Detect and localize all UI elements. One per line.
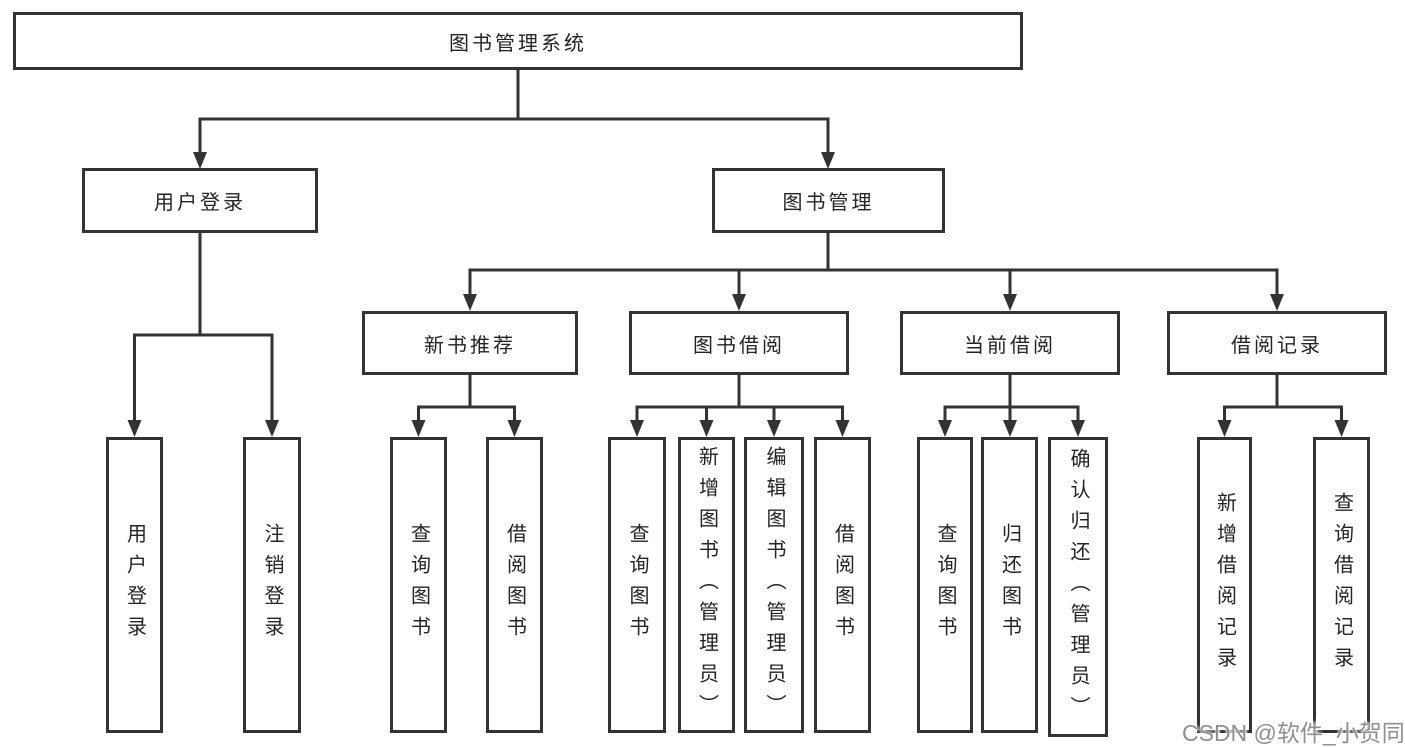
leaf-cb-confirm-return-admin: 确认归还（管理员） [1048, 437, 1108, 737]
leaf-bb-borrow-books-label: 借阅图书 [831, 523, 854, 647]
node-new-book-recommend: 新书推荐 [362, 311, 578, 375]
node-book-management-label: 图书管理 [782, 192, 875, 214]
leaf-user-login: 用户登录 [106, 437, 163, 733]
node-borrow-records: 借阅记录 [1167, 311, 1387, 375]
connector-current-borrow-to-leaves [943, 375, 1080, 420]
leaf-bb-query-books: 查询图书 [608, 437, 666, 733]
leaf-cb-return-books: 归还图书 [981, 437, 1038, 733]
connector-book-mgmt-to-level3 [468, 233, 1279, 294]
node-current-borrow: 当前借阅 [900, 311, 1120, 375]
leaf-logout: 注销登录 [243, 437, 301, 733]
node-borrow-records-label: 借阅记录 [1231, 334, 1323, 357]
leaf-bb-borrow-books: 借阅图书 [814, 437, 871, 733]
node-book-borrow-label: 图书借阅 [693, 334, 785, 357]
node-root: 图书管理系统 [13, 12, 1023, 70]
leaf-cb-return-books-label: 归还图书 [998, 523, 1021, 647]
node-user-login: 用户登录 [82, 168, 318, 233]
connector-borrow-records-to-leaves [1223, 375, 1343, 420]
leaf-nbr-query-books: 查询图书 [390, 437, 447, 733]
leaf-bb-add-books-admin: 新增图书（管理员） [678, 437, 735, 733]
leaf-br-query-record: 查询借阅记录 [1313, 437, 1370, 733]
leaf-bb-add-books-admin-label: 新增图书（管理员） [695, 445, 718, 725]
node-new-book-recommend-label: 新书推荐 [424, 334, 516, 357]
leaf-nbr-borrow-books: 借阅图书 [486, 437, 543, 733]
csdn-watermark: CSDN @软件_小贺同学 [1182, 720, 1405, 746]
leaf-bb-edit-books-admin: 编辑图书（管理员） [744, 437, 804, 733]
connector-user-login-to-leaves [133, 232, 274, 420]
arrowheads [127, 152, 1349, 437]
leaf-br-query-record-label: 查询借阅记录 [1330, 492, 1353, 678]
leaf-user-login-label: 用户登录 [123, 523, 146, 647]
leaf-nbr-query-books-label: 查询图书 [407, 523, 430, 647]
connector-new-book-to-leaves [417, 375, 516, 420]
leaf-br-add-record-label: 新增借阅记录 [1213, 492, 1236, 678]
leaf-logout-label: 注销登录 [261, 523, 283, 647]
node-book-borrow: 图书借阅 [629, 311, 849, 375]
connector-root-to-level2 [198, 70, 830, 152]
leaf-cb-query-books: 查询图书 [917, 437, 973, 733]
node-root-label: 图书管理系统 [449, 32, 587, 55]
leaf-br-add-record: 新增借阅记录 [1197, 437, 1252, 733]
leaf-bb-edit-books-admin-label: 编辑图书（管理员） [763, 445, 785, 725]
node-current-borrow-label: 当前借阅 [964, 334, 1056, 357]
connector-book-borrow-to-leaves [635, 375, 844, 420]
leaf-bb-query-books-label: 查询图书 [626, 523, 648, 647]
leaf-cb-confirm-return-admin-label: 确认归还（管理员） [1067, 447, 1089, 727]
node-book-management: 图书管理 [712, 168, 945, 233]
node-user-login-label: 用户登录 [154, 192, 246, 214]
leaf-nbr-borrow-books-label: 借阅图书 [503, 523, 526, 647]
leaf-cb-query-books-label: 查询图书 [934, 523, 956, 647]
